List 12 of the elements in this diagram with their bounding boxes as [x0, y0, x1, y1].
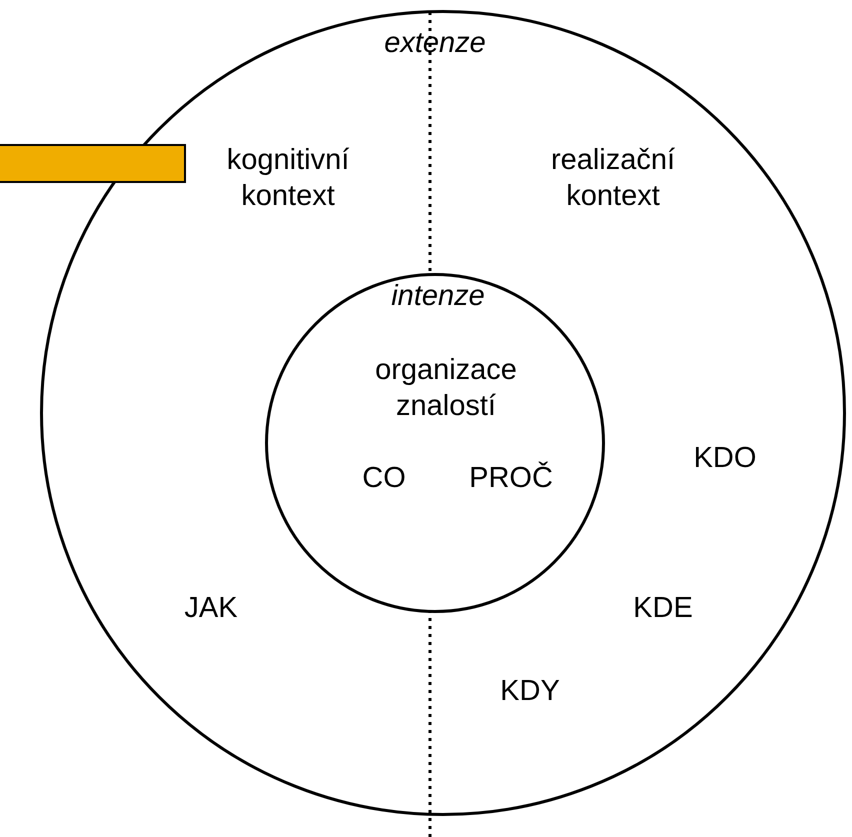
circle-label: KDY	[500, 674, 560, 709]
circle-label: realizační kontext	[550, 143, 676, 214]
circle-label: KDE	[633, 591, 693, 626]
circle-heading: extenze	[384, 26, 486, 61]
circle-label: KDO	[694, 441, 756, 476]
circle	[265, 273, 605, 613]
circle-label: organizace znalostí	[374, 353, 518, 424]
circle-label: CO	[362, 461, 406, 496]
circle-label: JAK	[184, 591, 238, 626]
circle-label: kognitivní kontext	[226, 143, 350, 214]
circle-heading: intenze	[391, 279, 485, 314]
circle-label: PROČ	[469, 460, 553, 496]
